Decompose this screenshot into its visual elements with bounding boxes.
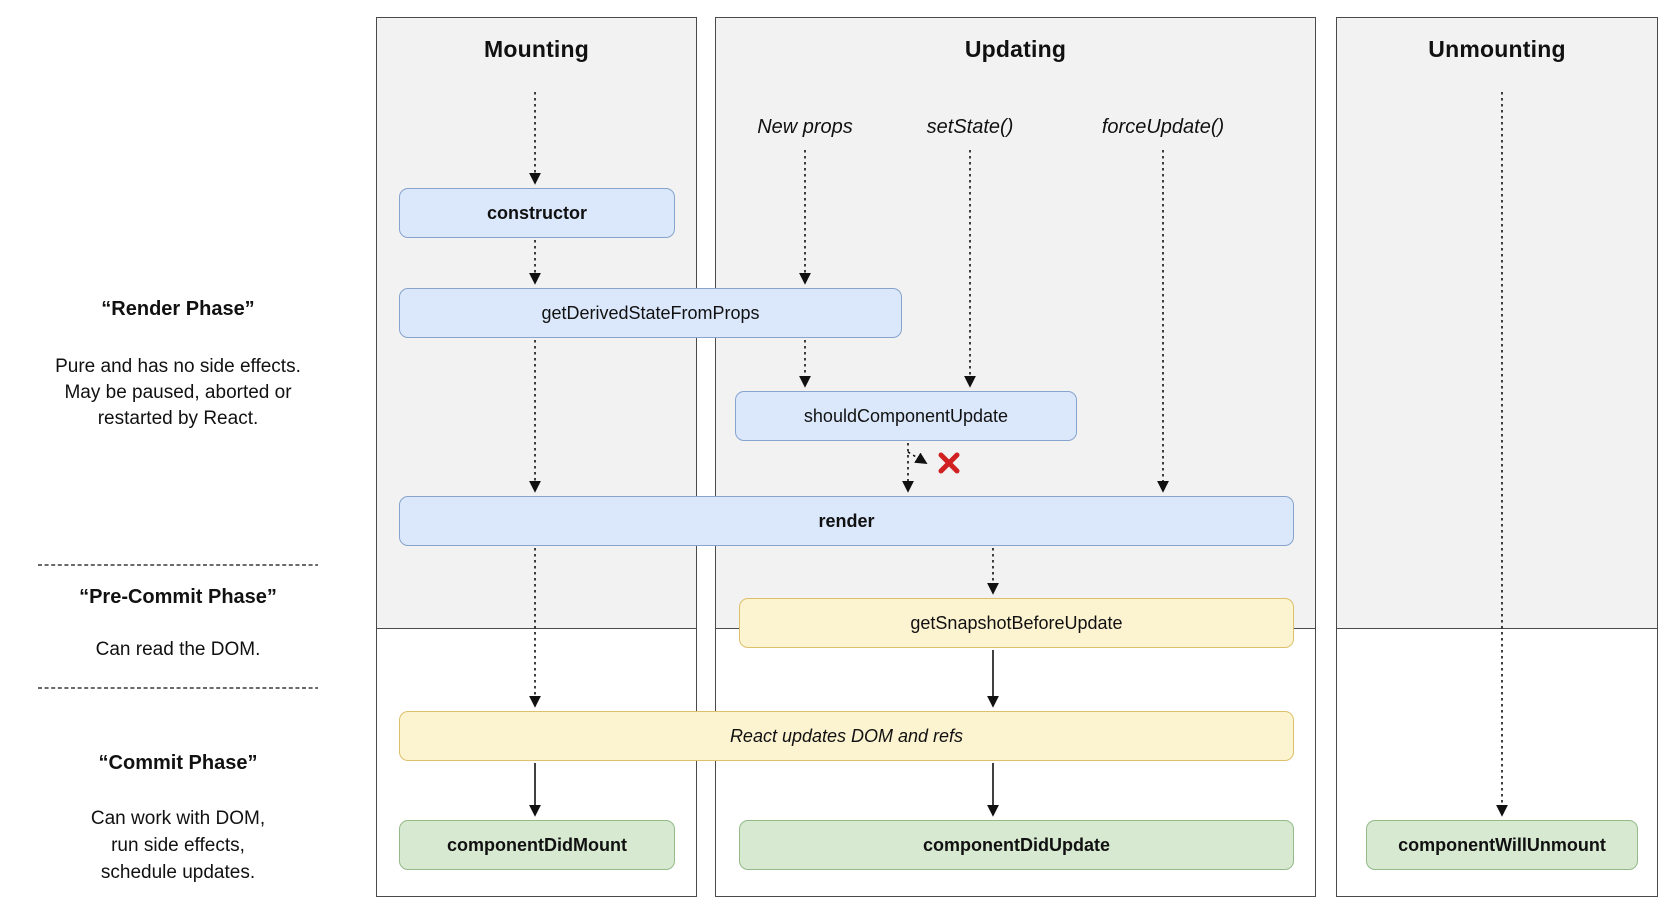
- column-title-mounting: Mounting: [483, 36, 590, 62]
- node-getderivedstatefromprops[interactable]: getDerivedStateFromProps: [399, 288, 902, 338]
- pre-commit-phase-line: Can read the DOM.: [95, 639, 261, 660]
- node-react-updates-dom: React updates DOM and refs: [399, 711, 1294, 761]
- node-componentdidmount[interactable]: componentDidMount: [399, 820, 675, 870]
- pre-commit-phase-description: Can read the DOM.: [0, 637, 356, 663]
- node-componentwillunmount[interactable]: componentWillUnmount: [1366, 820, 1638, 870]
- trigger-set-state: setState(): [926, 116, 1014, 138]
- node-render[interactable]: render: [399, 496, 1294, 546]
- render-phase-line: May be paused, aborted or: [64, 382, 292, 403]
- column-title-updating: Updating: [964, 36, 1067, 62]
- render-phase-description: Pure and has no side effects. May be pau…: [0, 354, 356, 432]
- node-constructor[interactable]: constructor: [399, 188, 675, 238]
- trigger-new-props: New props: [757, 116, 853, 138]
- node-componentdidupdate[interactable]: componentDidUpdate: [739, 820, 1294, 870]
- render-phase-title: “Render Phase”: [101, 298, 255, 320]
- trigger-force-update: forceUpdate(): [1101, 116, 1225, 138]
- commit-phase-title: “Commit Phase”: [98, 752, 258, 774]
- commit-phase-line: Can work with DOM,: [90, 808, 266, 829]
- render-phase-line: Pure and has no side effects.: [55, 356, 301, 377]
- column-unmounting: Unmounting: [1336, 17, 1658, 897]
- node-getsnapshotbeforeupdate[interactable]: getSnapshotBeforeUpdate: [739, 598, 1294, 648]
- render-phase-shading: [1337, 18, 1657, 629]
- skip-render-x-icon: [938, 452, 960, 474]
- commit-phase-description: Can work with DOM, run side effects, sch…: [0, 805, 356, 886]
- node-shouldcomponentupdate[interactable]: shouldComponentUpdate: [735, 391, 1077, 441]
- render-phase-line: restarted by React.: [97, 408, 259, 429]
- column-title-unmounting: Unmounting: [1428, 36, 1566, 62]
- commit-phase-line: run side effects,: [111, 835, 245, 856]
- pre-commit-phase-title: “Pre-Commit Phase”: [79, 586, 277, 608]
- commit-phase-line: schedule updates.: [100, 862, 256, 883]
- arrow-shouldupdate-false-branch: [907, 451, 928, 464]
